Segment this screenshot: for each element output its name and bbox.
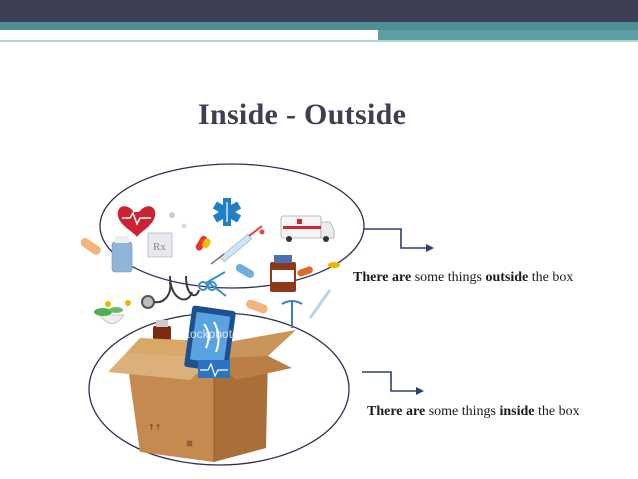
x-ray-tablet-icon [184, 305, 236, 378]
caption-inside-bold-2: inside [499, 404, 535, 419]
arrow-inside [362, 371, 424, 395]
mortar-icon [94, 307, 125, 324]
caduceus-icon [281, 289, 332, 328]
rx-box-icon: Rx [147, 232, 173, 258]
stethoscope-icon [141, 275, 200, 309]
svg-text:Rx: Rx [153, 241, 166, 253]
outside-ellipse [99, 163, 365, 289]
syringe-icon [210, 225, 263, 265]
medicine-bottle-icon [111, 236, 296, 352]
header-divider [0, 40, 638, 42]
header-accent-ledge [378, 30, 638, 42]
caption-outside-end: the box [528, 270, 574, 285]
arrow-outside [364, 228, 434, 252]
caption-outside-mid: some things [411, 270, 486, 285]
bandage-icon [80, 237, 268, 314]
pill-capsule-icon [105, 212, 340, 307]
svg-text:↑↑: ↑↑ [148, 423, 161, 432]
cardboard-box-icon: ↑↑ ⊠ [108, 330, 296, 462]
scissors-icon [198, 271, 227, 297]
ambulance-icon [280, 215, 335, 242]
slide-title: Inside - Outside [198, 98, 407, 131]
star-of-life-icon [212, 198, 242, 226]
caption-outside-bold-2: outside [485, 270, 529, 285]
header-accent-bar [0, 22, 638, 30]
caption-inside-bold-1: There are [367, 404, 426, 419]
svg-text:⊠: ⊠ [186, 439, 193, 448]
caption-outside-bold-1: There are [353, 270, 412, 285]
caption-inside-end: the box [534, 404, 580, 419]
caption-inside-mid: some things [425, 404, 500, 419]
caption-outside: There are some things outside the box [353, 270, 573, 286]
watermark-text: iStockphoto [176, 327, 239, 341]
caption-inside: There are some things inside the box [367, 404, 580, 420]
heart-icon [117, 206, 156, 237]
header-bar [0, 0, 638, 22]
